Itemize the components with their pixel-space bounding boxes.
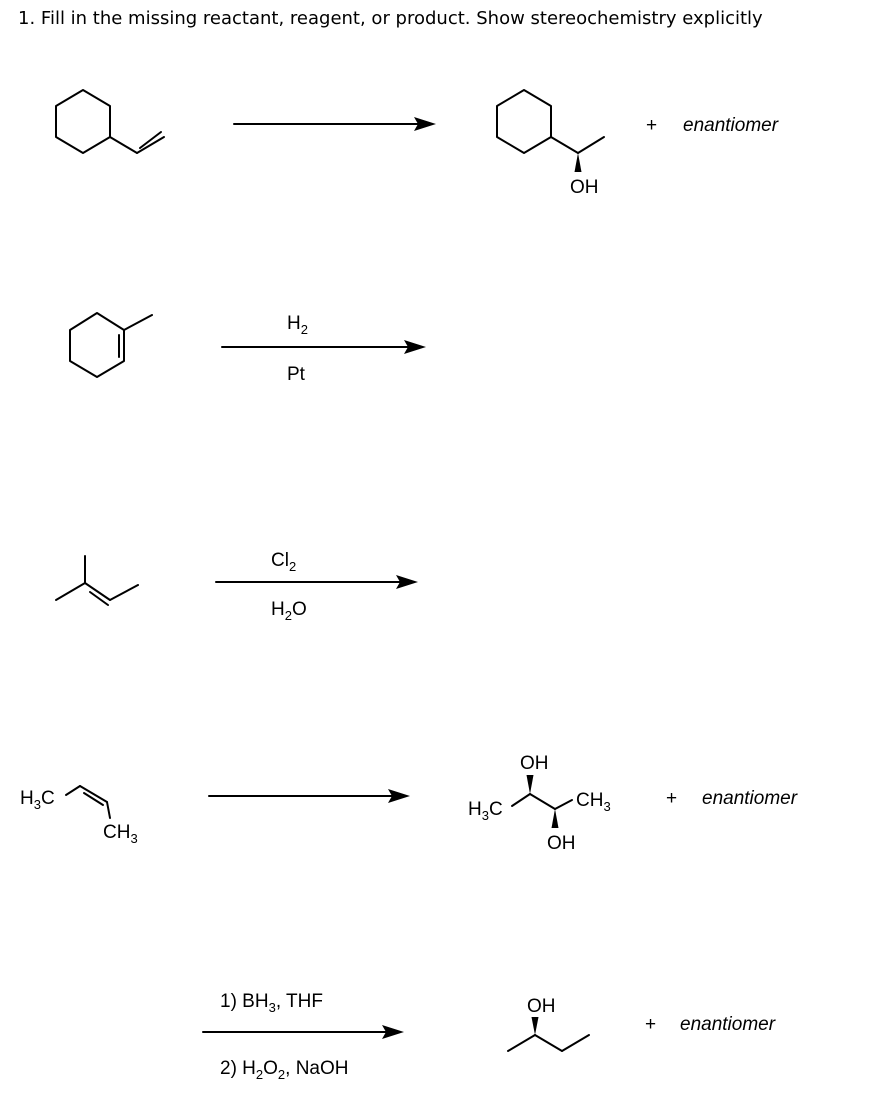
reactant-4-cis-2-butene: H3C CH3 <box>20 785 138 846</box>
reaction-4: H3C CH3 H3C OH CH3 OH + enantiomer <box>20 753 798 854</box>
enantiomer-label: enantiomer <box>683 115 779 136</box>
reagent-cl2: Cl2 <box>271 550 296 574</box>
enantiomer-label: enantiomer <box>680 1014 776 1035</box>
reagent-step-1: 1) BH3, THF <box>220 991 323 1015</box>
oh-label: OH <box>520 753 549 774</box>
question-title: 1. Fill in the missing reactant, reagent… <box>18 8 763 29</box>
oh-label: OH <box>570 177 599 198</box>
plus-sign: + <box>666 788 677 809</box>
wedge-bond <box>531 1017 539 1035</box>
reaction-arrow-1 <box>233 117 436 131</box>
plus-sign: + <box>646 115 657 136</box>
reactant-3-methylbutene <box>55 555 139 606</box>
h3c-label: H3C <box>468 799 503 823</box>
reactant-2-methylcyclohexene <box>69 312 153 378</box>
reactant-1-vinylcyclohexane <box>55 89 165 154</box>
reaction-arrow-4 <box>208 789 410 803</box>
h3c-label: H3C <box>20 788 55 812</box>
reagent-h2o: H2O <box>271 599 307 623</box>
reagent-h2: H2 <box>287 313 308 337</box>
reaction-2: H2 Pt <box>69 312 426 385</box>
wedge-bond <box>551 809 559 828</box>
reaction-5: 1) BH3, THF 2) H2O2, NaOH OH + enantiome… <box>202 991 776 1082</box>
reaction-arrow-3 <box>215 575 418 589</box>
wedge-bond <box>574 153 582 172</box>
reaction-arrow-2 <box>221 340 426 354</box>
reaction-1: OH + enantiomer <box>55 89 779 198</box>
oh-label: OH <box>527 996 556 1017</box>
reagent-step-2: 2) H2O2, NaOH <box>220 1058 349 1082</box>
reagent-pt: Pt <box>287 364 306 385</box>
product-1-alcohol: OH <box>496 89 605 198</box>
wedge-bond <box>526 775 534 794</box>
reaction-arrow-5 <box>202 1025 404 1039</box>
enantiomer-label: enantiomer <box>702 788 798 809</box>
ch3-label: CH3 <box>103 822 138 846</box>
oh-label: OH <box>547 833 576 854</box>
ch3-label: CH3 <box>576 790 611 814</box>
reaction-3: Cl2 H2O <box>55 550 418 623</box>
product-4-butanediol: H3C OH CH3 OH <box>468 753 611 854</box>
plus-sign: + <box>645 1014 656 1035</box>
product-5-butanol: OH <box>507 996 590 1052</box>
